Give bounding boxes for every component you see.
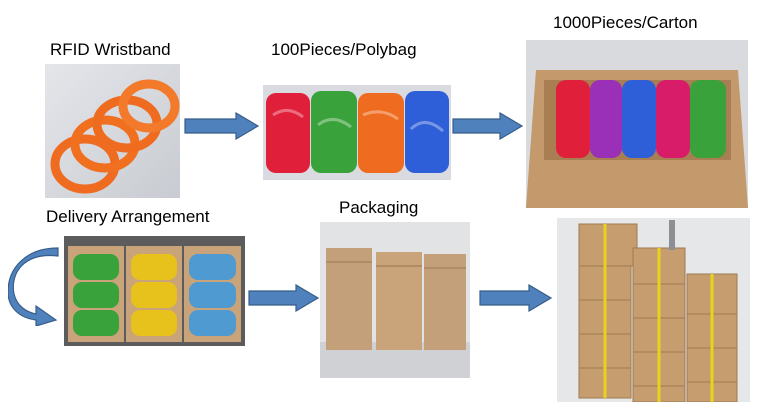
- step-title-carton: 1000Pieces/Carton: [553, 13, 698, 32]
- delivery-photo: [64, 236, 245, 346]
- arrow-delivery-to-packaging: [248, 284, 320, 312]
- orange-wristbands-icon: [50, 79, 180, 194]
- sorted-cartons-icon: [64, 236, 245, 346]
- step-title-delivery: Delivery Arrangement: [46, 207, 210, 226]
- step-title-wristband: RFID Wristband: [50, 40, 171, 59]
- carton-photo: [526, 40, 748, 208]
- arrow-wristband-to-polybag: [184, 112, 260, 140]
- sealed-cartons-icon: [320, 222, 470, 378]
- polybag-photo: [263, 85, 451, 180]
- polybags-icon: [266, 91, 449, 173]
- wristband-photo: [45, 64, 180, 198]
- pallet-photo: [557, 218, 750, 402]
- step-title-polybag: 100Pieces/Polybag: [271, 40, 417, 59]
- curved-arrow: [8, 247, 59, 326]
- step-title-packaging: Packaging: [339, 198, 419, 217]
- arrow-packaging-to-pallet: [479, 284, 553, 312]
- cart-of-boxes-icon: [557, 218, 750, 402]
- carton-with-bags-icon: [526, 40, 748, 208]
- packaging-photo: [320, 222, 470, 378]
- arrow-polybag-to-carton: [452, 112, 524, 140]
